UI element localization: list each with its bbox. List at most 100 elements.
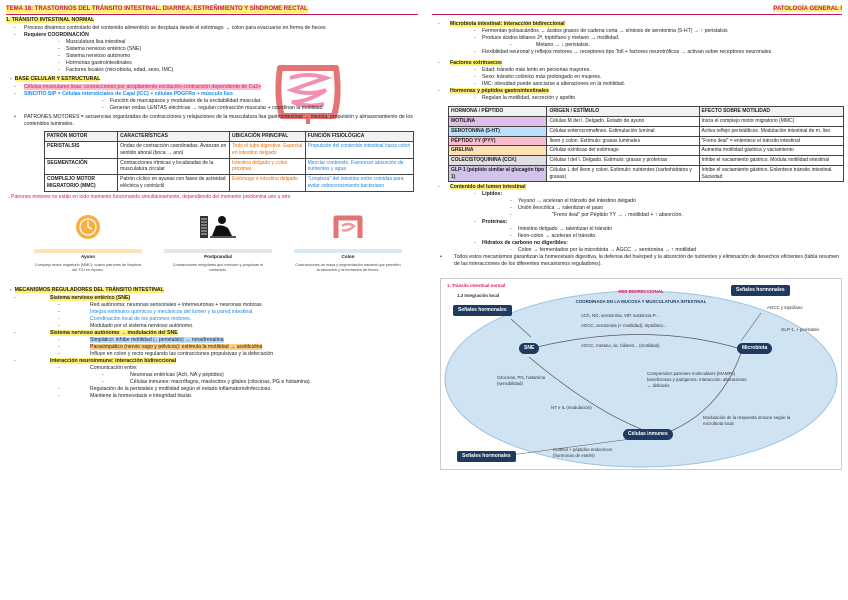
prot-item-1: Íleon-colon → aceleran el tránsito. <box>432 233 842 240</box>
micro-item-2: Flexibilidad neuronal y reflejos motores… <box>432 49 842 56</box>
left-column: TEMA 18: TRASTORNOS DEL TRÁNSITO INTESTI… <box>0 0 424 600</box>
s1-item-0: Proceso dinámico controlado del contenid… <box>6 25 418 32</box>
table-row: PERISTALSIS Ondas de contracción coordin… <box>43 141 415 159</box>
table-row: COLECISTOQUININA (CCK) Células I del I. … <box>447 155 845 166</box>
section-2-title: - BASE CELULAR Y ESTRUCTURAL <box>10 76 101 83</box>
label-a2: AGCC, serotonina (+ motilidad), triptófa… <box>581 323 667 329</box>
table-row: MOTILINA Células M del I. Delgado. Estad… <box>447 116 845 127</box>
prot-item-0: Intestino delgado → ralentizan el tránsi… <box>432 226 842 233</box>
regulation-diagram: 1. Tránsito intestinal normal 1.3 Integr… <box>440 278 842 471</box>
th-0: HORMONA / PÉPTIDO <box>447 106 548 118</box>
table-row: SEROTONINA (5-HT) Células enterocromafin… <box>447 125 845 137</box>
horm-title: Hormonas y péptidos gastrointestinales <box>432 88 842 95</box>
label-a1: ACh, NO, serotonina, VIP, sustancia P... <box>581 313 659 319</box>
sna-title: Sistema nervioso autónomo → modulación d… <box>6 329 418 337</box>
prot-title: Proteínas: <box>432 219 842 226</box>
fext-item-0: Edad: tránsito más lento en personas may… <box>432 67 842 74</box>
metano-item: Metano → ↓ peristalsis. <box>432 42 842 49</box>
sne-item-2: Coordinación local de los patrones motor… <box>6 316 418 323</box>
neuro-tail-1: Mantiene la homeostasis e integridad tis… <box>6 393 418 400</box>
horm-item: Regulan la motilidad, secreción y apetit… <box>432 95 842 102</box>
micro-item-1: Produce ácidos biliares 2ª, triptófano y… <box>432 35 842 42</box>
lipidos-item-2: "Freno ileal" por Péptido YY → ↓ motilid… <box>432 212 842 219</box>
node-inmune: Células inmunes <box>623 429 673 441</box>
figure-ayuno: Ayuno Complejo motor migratorio (MMC): c… <box>34 206 142 272</box>
cell: Intestino delgado y colon proximal <box>229 157 306 176</box>
diagram-center-sub: COORDINADA EN LA MUCOSA Y MUSCULATURA IN… <box>575 299 707 305</box>
table-row: SEGMENTACIÓN Contracciones rítmicas y lo… <box>43 157 415 176</box>
diagram-subtitle: 1.3 Integración local <box>457 293 500 299</box>
figure-postprandial: Postprandial Contracciones irregulares q… <box>164 206 272 272</box>
hormones-table: HORMONA / PÉPTIDO ORIGEN / ESTÍMULO EFEC… <box>447 106 845 183</box>
clock-icon <box>76 215 100 240</box>
neuro-title: Interacción neuroinmune: interacción bid… <box>6 357 418 365</box>
subject-header: PATOLOGÍA GENERAL I <box>773 6 842 12</box>
motility-figures: Ayuno Complejo motor migratorio (MMC): c… <box>34 206 418 272</box>
sip-item-0: Función de marcapasos y modulador de la … <box>6 98 418 105</box>
cell-line-1: Células musculares lisas: contracciones … <box>6 84 418 91</box>
label-a10: Cortisol + péptidos endocrinos (hormonas… <box>553 447 613 459</box>
cell: Activa reflejo peristálticos. Modulación… <box>698 125 845 137</box>
sne-item-0: Red autónoma: neuronas sensoriales + int… <box>6 302 418 309</box>
cell: Todo el tubo digestivo. Especial en inte… <box>229 141 306 159</box>
page-header: TEMA 18: TRASTORNOS DEL TRÁNSITO INTESTI… <box>6 5 418 14</box>
cell: Inicia el complejo motor migratorio (MMC… <box>698 116 845 127</box>
cell: MOTILINA <box>447 116 548 127</box>
sip-item-1: Generan ondas LENTAS eléctricas → regula… <box>6 105 418 112</box>
figure-colon: Colon Contracciones de masa y segmentaci… <box>294 206 402 272</box>
micro-item-0: Fermentan polisacáridos → ácidos grasos … <box>432 28 842 35</box>
cell: Contracciones rítmicas y localizadas de … <box>117 157 231 176</box>
cell: Propulsión del contenido intestinal haci… <box>304 141 415 159</box>
fext-item-1: Sexo: tránsito colónico más prolongado e… <box>432 74 842 81</box>
neuro-tail-0: Regulación de la peristalsis y motilidad… <box>6 386 418 393</box>
coord-item-4: Factores locales (microbiota, edad, sexo… <box>6 67 418 74</box>
label-a7: NT e IL (modulación) <box>551 405 592 411</box>
hc-title: Hidratos de carbono no digeribles: <box>432 240 842 247</box>
cell: PÉPTIDO YY (PYY) <box>447 135 548 147</box>
table-row: PÉPTIDO YY (PYY) Íleon y colon. Estímulo… <box>447 135 845 147</box>
motor-patterns-table: PATRÓN MOTOR CARACTERÍSTICAS UBICACIÓN P… <box>43 131 415 192</box>
label-a3: AGCC, metano, ác. biliares... (motilidad… <box>581 343 660 349</box>
table-row: COMPLEJO MOTOR MIGRATORIO (MMC) Patrón c… <box>43 174 415 192</box>
lipidos-title: Lípidos: <box>432 191 842 198</box>
th-1: ORIGEN / ESTÍMULO <box>546 106 700 118</box>
coord-item-2: Sistema nervioso autónomo <box>6 53 418 60</box>
diagram-ellipse <box>444 290 838 468</box>
label-a4: AGCC y triptófano <box>767 305 803 311</box>
fext-title: Factores extrínsecos <box>432 60 842 67</box>
sna-item-1: Parasimpático (nervio vago y pélvicos): … <box>6 343 418 351</box>
sne-item-3: Modulado por el sistema nervioso autónom… <box>6 323 418 330</box>
header-rule-right <box>432 14 842 16</box>
th-2: EFECTO SOBRE MOTILIDAD <box>698 106 845 118</box>
cell: Aumenta motilidad gástrica y vaciamiento <box>698 145 845 157</box>
cell: COLECISTOQUININA (CCK) <box>447 155 548 166</box>
right-column: PATOLOGÍA GENERAL I Microbiota intestina… <box>424 0 848 600</box>
cell: Mezclar contenido. Favorecer absorción d… <box>304 157 415 176</box>
cell: Inhibe el vaciamiento gástrico. Modula m… <box>698 155 845 166</box>
cell: Células enterocromafines. Estimulación l… <box>546 125 700 137</box>
sne-title: Sistema nervioso entérico (SNE) <box>6 294 418 302</box>
label-a8: Comprenden patrones moleculares (MAMPs) … <box>647 371 747 389</box>
figure-caption: Ayuno <box>34 249 142 260</box>
node-microbiota: Microbiota <box>737 343 773 355</box>
th-1: CARACTERÍSTICAS <box>117 131 231 143</box>
cell: Patrón cíclico en ayunas con fases de ac… <box>117 174 231 192</box>
cell: Células I del I. Delgado. Estímulo: gras… <box>546 155 700 166</box>
table-row: GRELINA Células oxínticas del estómago A… <box>447 145 845 157</box>
th-3: FUNCIÓN FISIOLÓGICA <box>304 131 415 143</box>
table-header-row: PATRÓN MOTOR CARACTERÍSTICAS UBICACIÓN P… <box>43 131 415 143</box>
sne-item-1: Integra estímulos químicos y mecánicos d… <box>6 309 418 316</box>
colon-icon <box>333 215 363 239</box>
section-3-title: - MECANISMOS REGULADORES DEL TRÁNSITO IN… <box>10 286 164 293</box>
node-hormonal-bl: Señales hormonales <box>457 451 516 463</box>
eating-person-icon <box>200 216 236 239</box>
coord-item-3: Hormonas gastrointestinales <box>6 60 418 67</box>
patterns-note: →Patrones motores no están en todo momen… <box>6 193 291 200</box>
label-a6: Citocinas, PG, histamina (sensibilidad) <box>497 375 546 387</box>
cell: GRELINA <box>447 145 548 157</box>
node-sne: SNE <box>519 343 540 355</box>
sna-item-2: Influye en colon y recto regulando las c… <box>6 351 418 358</box>
label-a5: GLP-1, + peristalsis <box>781 327 820 333</box>
cell: SEGMENTACIÓN <box>43 157 119 176</box>
cell: COMPLEJO MOTOR MIGRATORIO (MMC) <box>43 174 119 192</box>
